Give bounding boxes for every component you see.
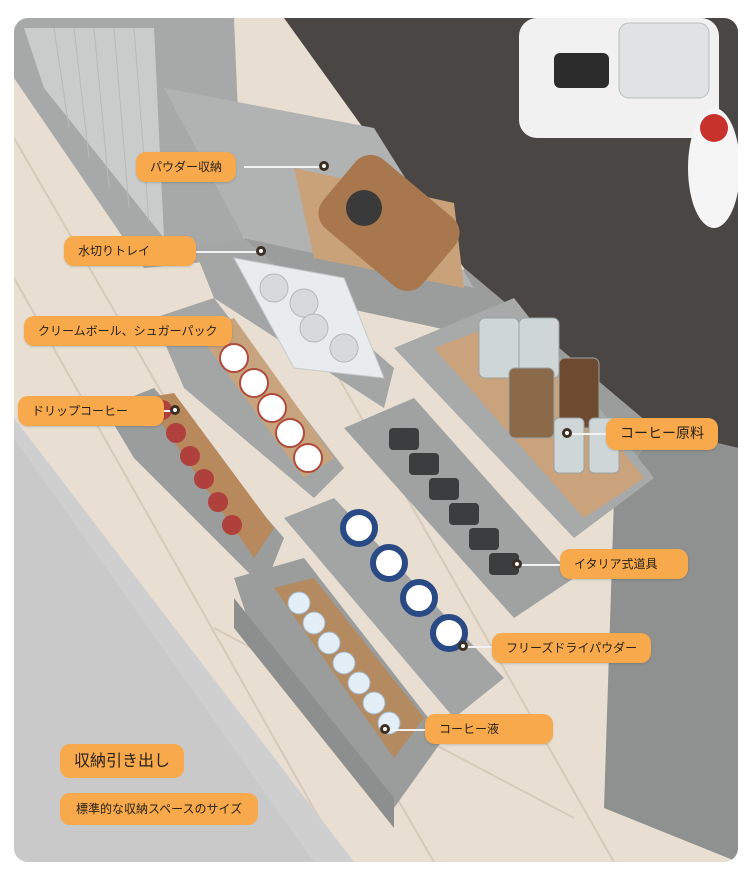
callout-coffee-raw: コーヒー原料 [606,418,718,450]
italian-tools-leader [520,564,562,566]
powder-leader [244,166,324,168]
italian-tools-dot [512,559,522,569]
drawer-subtitle: 標準的な収納スペースのサイズ [60,793,259,825]
callout-freeze-dry: フリーズドライパウダー [492,633,652,663]
callout-drip-coffee: ドリップコーヒー [18,396,164,426]
coffee-liquid-dot [380,724,390,734]
drawer-title: 収納引き出し [60,744,185,778]
callout-drain-tray: 水切りトレイ [64,236,196,266]
coffee-liquid-leader [385,729,427,731]
callout-powder: パウダー収納 [136,152,237,182]
coffee-raw-leader [570,433,610,435]
callout-italian-tools: イタリア式道具 [560,549,688,579]
freeze-dry-dot [458,641,468,651]
powder-dot [319,161,329,171]
callout-cream-ball: クリームボール、シュガーパック [24,316,232,346]
coffee-raw-dot [562,428,572,438]
freeze-dry-leader [465,646,495,648]
drain-tray-leader [196,251,260,253]
callout-coffee-liquid: コーヒー液 [425,714,553,744]
drain-tray-dot [256,246,266,256]
drip-coffee-dot [170,405,180,415]
